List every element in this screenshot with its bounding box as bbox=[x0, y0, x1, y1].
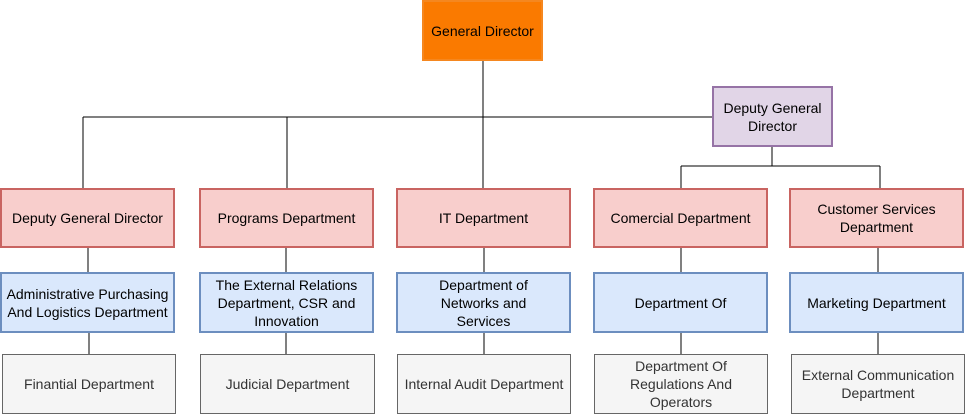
department-label: The External Relations Department, CSR a… bbox=[215, 276, 358, 329]
unit-label: Judicial Department bbox=[225, 376, 350, 392]
department-label: Department of Networks and Services bbox=[439, 276, 528, 329]
department-node-marketing: Marketing Department bbox=[789, 272, 964, 333]
head-label: Programs Department bbox=[217, 210, 356, 226]
head-label: Comercial Department bbox=[610, 210, 751, 226]
head-node-programs-department: Programs Department bbox=[199, 188, 374, 248]
head-node-customer-services-department: Customer Services Department bbox=[789, 188, 964, 248]
unit-node-external-communication: External Communication Department bbox=[791, 354, 965, 414]
head-label: Deputy General Director bbox=[12, 210, 163, 226]
department-node-networks-and-services: Department of Networks and Services bbox=[396, 272, 571, 333]
unit-label: External Communication Department bbox=[801, 367, 955, 401]
department-node-department-of: Department Of bbox=[593, 272, 768, 333]
general-director-node: General Director bbox=[422, 0, 543, 61]
department-node-administrative-purchasing: Administrative Purchasing And Logistics … bbox=[0, 272, 175, 333]
unit-label: Finantial Department bbox=[24, 376, 154, 392]
department-label: Administrative Purchasing And Logistics … bbox=[6, 285, 169, 320]
deputy-general-director-label: Deputy General Director bbox=[723, 99, 822, 134]
department-node-external-relations: The External Relations Department, CSR a… bbox=[199, 272, 374, 333]
head-node-deputy-general-director: Deputy General Director bbox=[0, 188, 175, 248]
unit-label: Internal Audit Department bbox=[404, 376, 564, 392]
head-node-comercial-department: Comercial Department bbox=[593, 188, 768, 248]
unit-label: Department Of Regulations And Operators bbox=[630, 358, 732, 410]
unit-node-finantial: Finantial Department bbox=[2, 354, 176, 414]
head-label: Customer Services Department bbox=[817, 201, 936, 235]
head-label: IT Department bbox=[438, 210, 529, 226]
unit-node-internal-audit: Internal Audit Department bbox=[397, 354, 571, 414]
general-director-label: General Director bbox=[431, 22, 534, 39]
unit-node-judicial: Judicial Department bbox=[200, 354, 375, 414]
head-node-it-department: IT Department bbox=[396, 188, 571, 248]
department-label: Department Of bbox=[634, 294, 727, 311]
department-label: Marketing Department bbox=[807, 294, 946, 311]
unit-node-regulations-and-operators: Department Of Regulations And Operators bbox=[594, 354, 768, 414]
deputy-general-director-node: Deputy General Director bbox=[712, 86, 833, 147]
